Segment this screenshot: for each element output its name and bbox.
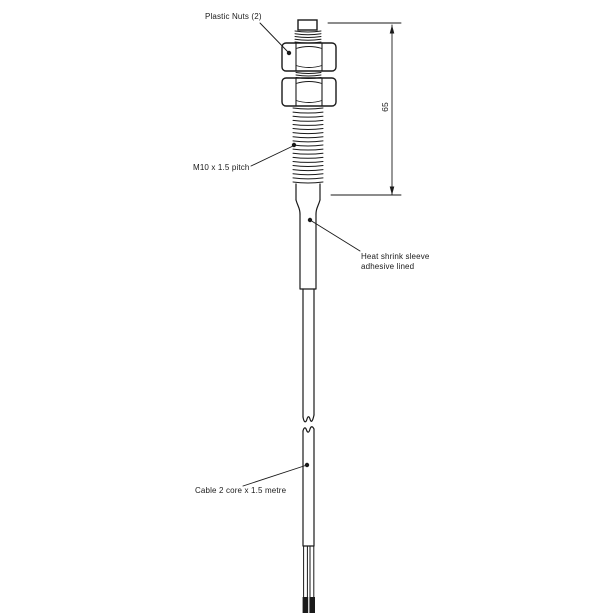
heat-shrink-sleeve <box>299 213 317 290</box>
wire-left-tip <box>302 597 309 613</box>
wire-right <box>309 545 315 599</box>
dimension-65 <box>327 22 402 196</box>
cable-lower <box>302 428 315 547</box>
leader-dot-heat-shrink <box>307 217 313 223</box>
cable-label: Cable 2 core x 1.5 metre <box>195 486 287 495</box>
heat-shrink-label-line2: adhesive lined <box>361 262 415 271</box>
leader-thread-pitch <box>250 145 294 167</box>
leader-dot-thread-pitch <box>291 142 297 148</box>
leader-heat-shrink <box>309 219 361 252</box>
probe-tip <box>297 19 318 31</box>
cable-upper <box>302 288 315 418</box>
arrowhead-down <box>389 186 395 195</box>
heat-shrink-label: Heat shrink sleeve adhesive lined <box>361 252 430 272</box>
leader-lines <box>242 22 361 487</box>
plastic-nuts-label: Plastic Nuts (2) <box>205 12 262 21</box>
wire-left <box>303 545 308 599</box>
leader-dot-plastic-nuts <box>286 50 292 56</box>
wire-right-tip <box>309 597 315 613</box>
shank <box>295 183 321 201</box>
heat-shrink-label-line1: Heat shrink sleeve <box>361 252 430 261</box>
main-thread-section <box>292 107 324 184</box>
wire-pair <box>302 545 315 613</box>
leader-cable <box>242 464 308 487</box>
leader-dot-cable <box>304 462 310 468</box>
thread-band-tip <box>294 30 322 44</box>
hex-nut-1 <box>281 42 337 72</box>
thread-pitch-label: M10 x 1.5 pitch <box>193 163 250 172</box>
sleeve-taper <box>295 199 321 215</box>
arrowhead-up <box>389 25 395 34</box>
cable-break <box>302 414 315 433</box>
dimension-length-label: 65 <box>380 102 390 112</box>
hex-nut-2 <box>281 77 337 107</box>
leader-plastic-nuts <box>259 22 289 53</box>
